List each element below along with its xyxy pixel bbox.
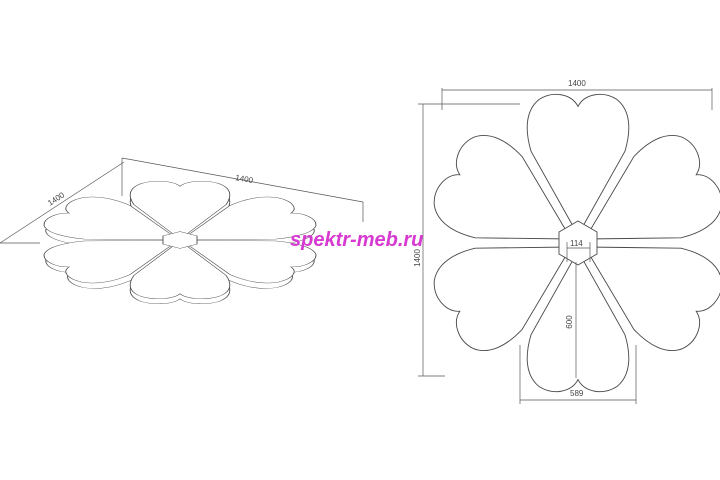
iso-dimension-length: 1400 (121, 157, 364, 222)
plan-dimension-petal-width: 589 (519, 345, 637, 404)
watermark-text: spektr-meb.ru (290, 229, 423, 251)
plan-center-hexagon (558, 220, 598, 266)
plan-dimension-width: 1400 (441, 79, 713, 110)
plan-dim-height-label: 1400 (413, 249, 422, 267)
plan-dimension-center: 114 (566, 239, 591, 262)
iso-dim-depth-label: 1400 (46, 190, 66, 208)
iso-dim-length-label: 1400 (235, 173, 255, 185)
plan-view: 1400 1400 114 600 589 (413, 79, 720, 404)
plan-dim-petal-length-label: 600 (565, 315, 574, 329)
plan-dimension-petal-length: 600 (565, 262, 577, 378)
iso-center-hexagon (162, 231, 198, 249)
plan-dim-width-label: 1400 (568, 79, 586, 88)
iso-top-surface (33, 180, 327, 300)
plan-dim-center-label: 114 (570, 239, 583, 248)
plan-dim-petal-width-label: 589 (570, 389, 584, 398)
plan-dimension-height: 1400 (413, 103, 520, 377)
